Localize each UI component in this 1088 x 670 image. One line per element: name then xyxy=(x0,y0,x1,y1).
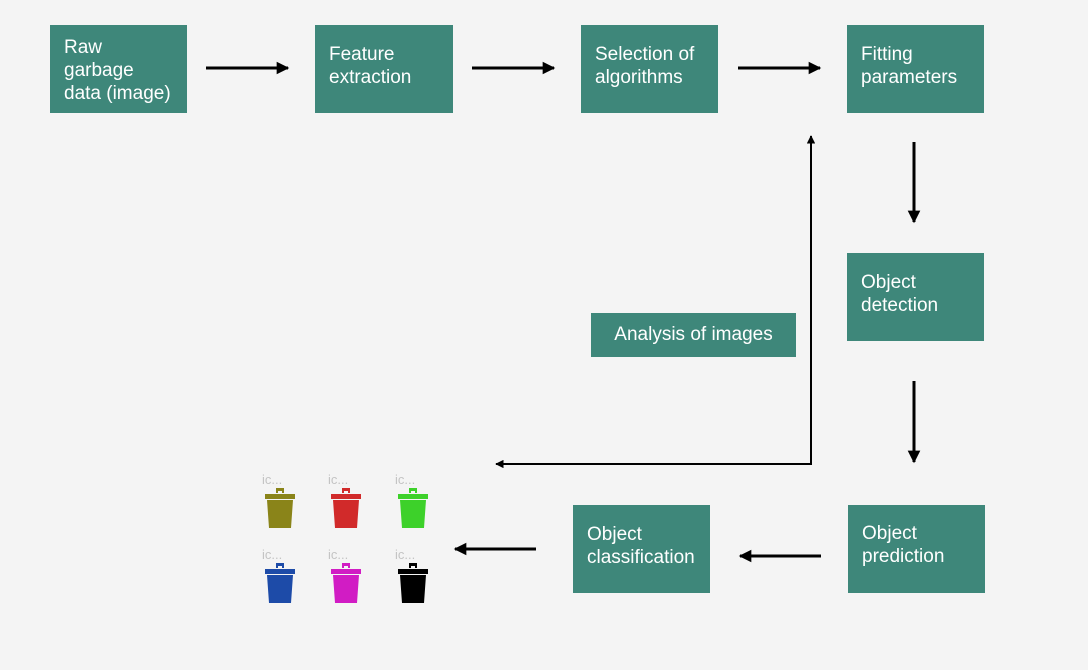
step-raw-data: Raw garbage data (image) xyxy=(50,25,187,113)
step-selection-of-algorithms: Selection of algorithms xyxy=(581,25,718,113)
step-feature-extraction: Feature extraction xyxy=(315,25,453,113)
bin-caption: ic... xyxy=(328,472,349,487)
trash-bin-icon xyxy=(331,488,361,528)
bin-caption: ic... xyxy=(395,472,416,487)
bin-item: ic... xyxy=(328,548,368,608)
bin-item: ic... xyxy=(262,473,302,533)
bin-caption: ic... xyxy=(395,547,416,562)
bin-item: ic... xyxy=(262,548,302,608)
bin-item: ic... xyxy=(395,473,435,533)
trash-bin-icon xyxy=(331,563,361,603)
trash-bin-icon xyxy=(398,563,428,603)
step-fitting-parameters: Fitting parameters xyxy=(847,25,984,113)
bin-item: ic... xyxy=(328,473,368,533)
step-object-prediction: Object prediction xyxy=(848,505,985,593)
trash-bin-icon xyxy=(265,563,295,603)
trash-bin-icon xyxy=(265,488,295,528)
analysis-of-images-label: Analysis of images xyxy=(591,313,796,357)
step-object-detection: Object detection xyxy=(847,253,984,341)
bin-caption: ic... xyxy=(262,472,283,487)
bin-item: ic... xyxy=(395,548,435,608)
step-object-classification: Object classification xyxy=(573,505,710,593)
trash-bin-icon xyxy=(398,488,428,528)
bin-caption: ic... xyxy=(262,547,283,562)
bin-caption: ic... xyxy=(328,547,349,562)
